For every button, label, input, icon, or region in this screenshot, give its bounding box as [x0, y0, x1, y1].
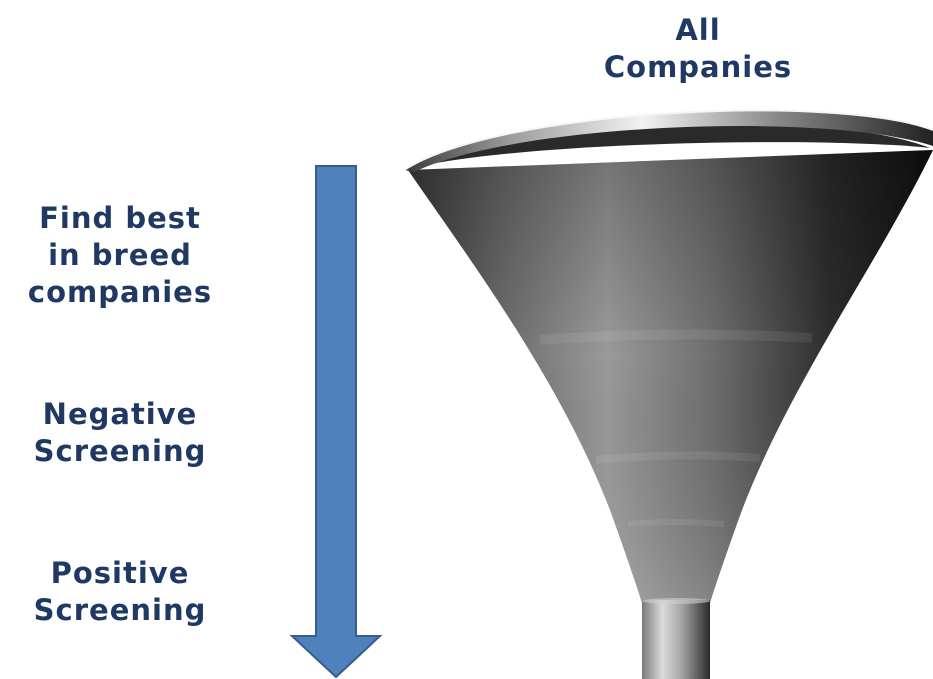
- top-label-all-companies: All Companies: [568, 12, 828, 86]
- step-2-line2: Screening: [33, 434, 207, 468]
- step-label-find-best: Find best in breed companies: [0, 200, 240, 311]
- top-label-line1: All: [675, 13, 721, 47]
- step-3-line2: Screening: [33, 593, 207, 627]
- funnel-icon: [403, 109, 933, 679]
- step-label-negative-screening: Negative Screening: [0, 396, 240, 470]
- step-1-line2: in breed: [48, 238, 192, 272]
- step-3-line1: Positive: [50, 556, 190, 590]
- step-2-line1: Negative: [42, 397, 198, 431]
- step-label-positive-screening: Positive Screening: [0, 555, 240, 629]
- step-1-line3: companies: [27, 275, 213, 309]
- down-arrow-icon: [289, 165, 383, 679]
- top-label-line2: Companies: [603, 50, 793, 84]
- step-1-line1: Find best: [39, 201, 201, 235]
